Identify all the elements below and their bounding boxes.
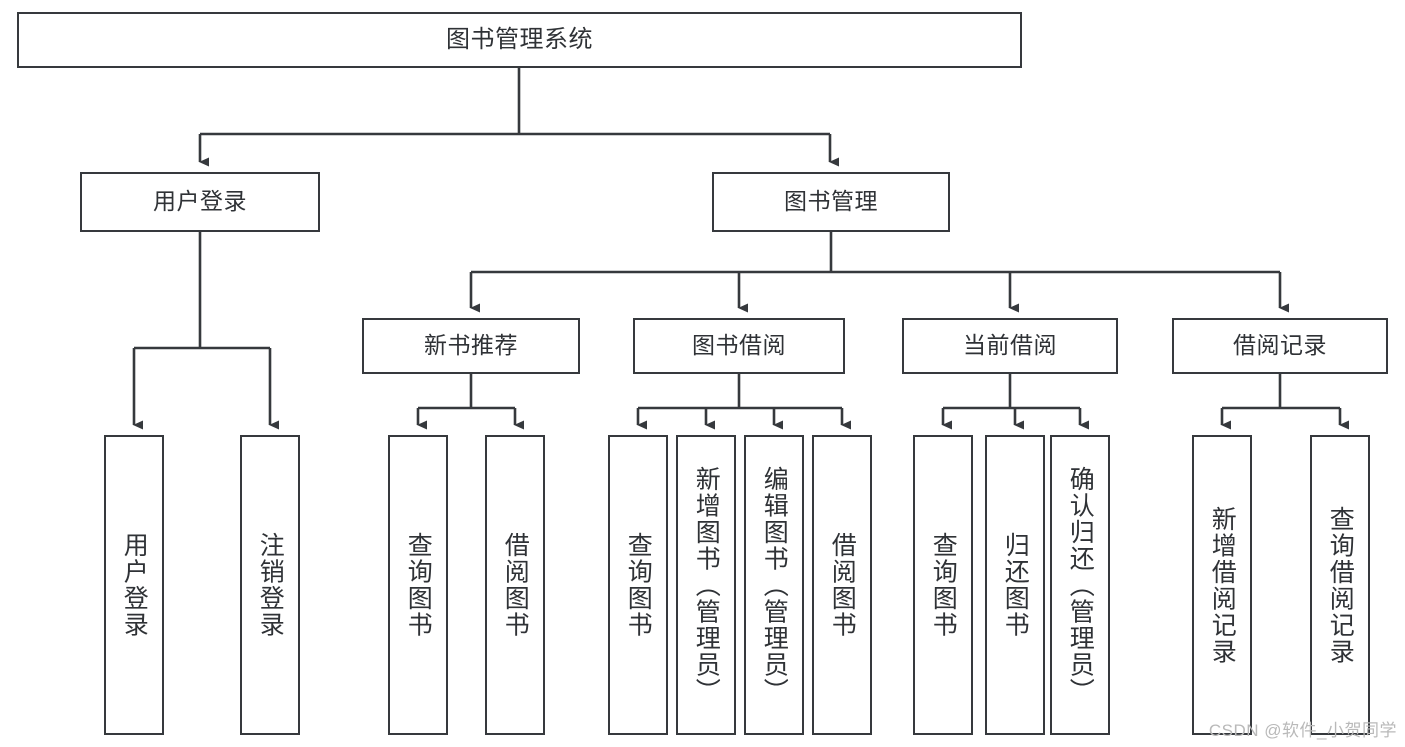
- node-user-login-label: 用户登录: [153, 188, 247, 215]
- node-leaf-query-book-3-label: 查询图书: [929, 532, 958, 638]
- node-leaf-user-logout-label: 注销登录: [256, 532, 285, 638]
- node-leaf-query-book-2-label: 查询图书: [624, 532, 653, 638]
- node-leaf-edit-book-label: 编辑图书（管理员）: [760, 465, 789, 705]
- node-leaf-add-borrow-record-label: 新增借阅记录: [1208, 505, 1237, 665]
- node-leaf-add-book-label: 新增图书（管理员）: [692, 465, 721, 705]
- node-leaf-user-login[interactable]: 用户登录: [104, 435, 164, 735]
- node-book-borrow-label: 图书借阅: [692, 332, 786, 359]
- node-user-login[interactable]: 用户登录: [80, 172, 320, 232]
- node-leaf-user-logout[interactable]: 注销登录: [240, 435, 300, 735]
- node-current-borrow[interactable]: 当前借阅: [902, 318, 1118, 374]
- node-new-book-recommend-label: 新书推荐: [424, 332, 518, 359]
- node-leaf-borrow-book-1[interactable]: 借阅图书: [485, 435, 545, 735]
- node-leaf-user-login-label: 用户登录: [120, 532, 149, 638]
- node-borrow-record[interactable]: 借阅记录: [1172, 318, 1388, 374]
- node-leaf-query-book-3[interactable]: 查询图书: [913, 435, 973, 735]
- node-leaf-borrow-book-2-label: 借阅图书: [828, 532, 857, 638]
- node-leaf-query-borrow-record[interactable]: 查询借阅记录: [1310, 435, 1370, 735]
- node-leaf-return-book[interactable]: 归还图书: [985, 435, 1045, 735]
- node-leaf-borrow-book-2[interactable]: 借阅图书: [812, 435, 872, 735]
- node-leaf-return-book-label: 归还图书: [1001, 532, 1030, 638]
- node-leaf-confirm-return[interactable]: 确认归还（管理员）: [1050, 435, 1110, 735]
- node-borrow-record-label: 借阅记录: [1233, 332, 1327, 359]
- node-leaf-add-borrow-record[interactable]: 新增借阅记录: [1192, 435, 1252, 735]
- node-current-borrow-label: 当前借阅: [963, 332, 1057, 359]
- watermark: CSDN @软件_小贺同学: [1208, 721, 1397, 740]
- node-leaf-query-book-1[interactable]: 查询图书: [388, 435, 448, 735]
- node-leaf-query-borrow-record-label: 查询借阅记录: [1326, 505, 1355, 665]
- node-leaf-confirm-return-label: 确认归还（管理员）: [1066, 465, 1095, 705]
- node-book-management[interactable]: 图书管理: [712, 172, 950, 232]
- node-new-book-recommend[interactable]: 新书推荐: [362, 318, 580, 374]
- node-leaf-edit-book[interactable]: 编辑图书（管理员）: [744, 435, 804, 735]
- node-leaf-query-book-1-label: 查询图书: [404, 532, 433, 638]
- node-root-label: 图书管理系统: [446, 25, 593, 53]
- node-leaf-query-book-2[interactable]: 查询图书: [608, 435, 668, 735]
- node-book-management-label: 图书管理: [784, 188, 878, 215]
- node-root[interactable]: 图书管理系统: [17, 12, 1022, 68]
- node-book-borrow[interactable]: 图书借阅: [633, 318, 845, 374]
- node-leaf-borrow-book-1-label: 借阅图书: [501, 532, 530, 638]
- node-leaf-add-book[interactable]: 新增图书（管理员）: [676, 435, 736, 735]
